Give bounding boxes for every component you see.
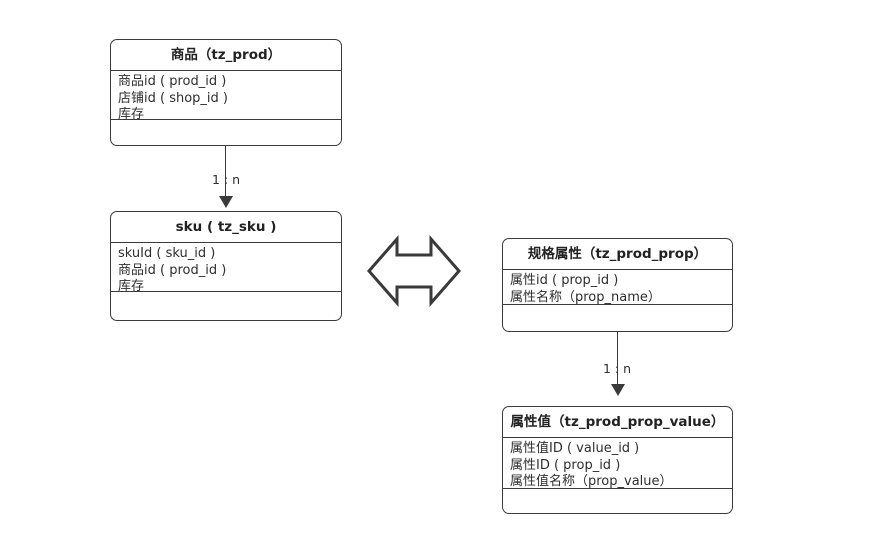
relation-line bbox=[225, 146, 226, 196]
entity-attributes-tz-prod: 商品id ( prod_id ) 店铺id ( shop_id ) 库存 bbox=[111, 71, 341, 122]
arrow-head-down-icon bbox=[611, 384, 625, 396]
attribute-row: 属性值ID ( value_id ) bbox=[510, 441, 640, 456]
entity-methods-tz-prod-prop-value bbox=[503, 489, 732, 513]
attribute-row: 库存 bbox=[118, 279, 145, 294]
attribute-row: 属性值名称（prop_value） bbox=[510, 474, 673, 489]
double-arrow-horizontal-icon bbox=[367, 235, 461, 307]
relation-sku-to-prop bbox=[367, 234, 461, 308]
entity-header-tz-prod-prop-value: 属性值（tz_prod_prop_value） bbox=[503, 407, 732, 438]
attribute-row: 属性id ( prop_id ) bbox=[510, 273, 619, 288]
entity-attributes-tz-prod-prop: 属性id ( prop_id ) 属性名称（prop_name） bbox=[503, 270, 732, 305]
entity-methods-tz-prod-prop bbox=[503, 305, 732, 331]
entity-box-tz-prod-prop-value[interactable]: 属性值（tz_prod_prop_value） 属性值ID ( value_id… bbox=[502, 406, 733, 514]
entity-box-tz-prod-prop[interactable]: 规格属性（tz_prod_prop） 属性id ( prop_id ) 属性名称… bbox=[502, 238, 733, 332]
relation-label-cardinality: 1 : n bbox=[603, 361, 632, 376]
entity-header-tz-prod-prop: 规格属性（tz_prod_prop） bbox=[503, 239, 732, 270]
entity-attributes-tz-sku: skuId ( sku_id ) 商品id ( prod_id ) 库存 bbox=[111, 243, 341, 294]
entity-header-tz-prod: 商品（tz_prod） bbox=[111, 40, 341, 71]
entity-attributes-tz-prod-prop-value: 属性值ID ( value_id ) 属性ID ( prop_id ) 属性值名… bbox=[503, 438, 732, 489]
attribute-row: 商品id ( prod_id ) bbox=[118, 262, 227, 278]
attribute-row: 库存 bbox=[118, 107, 145, 122]
entity-box-tz-sku[interactable]: sku ( tz_sku ) skuId ( sku_id ) 商品id ( p… bbox=[110, 211, 342, 321]
attribute-row: 商品id ( prod_id ) bbox=[118, 74, 227, 89]
attribute-row: 属性名称（prop_name） bbox=[510, 289, 661, 305]
relation-line bbox=[617, 332, 618, 384]
arrow-head-down-icon bbox=[219, 196, 233, 208]
entity-methods-tz-sku bbox=[111, 292, 341, 320]
entity-header-tz-sku: sku ( tz_sku ) bbox=[111, 212, 341, 243]
attribute-row: 属性ID ( prop_id ) bbox=[510, 457, 621, 473]
relation-label-cardinality: 1 : n bbox=[212, 172, 241, 187]
entity-methods-tz-prod bbox=[111, 120, 341, 145]
entity-box-tz-prod[interactable]: 商品（tz_prod） 商品id ( prod_id ) 店铺id ( shop… bbox=[110, 39, 342, 146]
attribute-row: skuId ( sku_id ) bbox=[118, 246, 216, 261]
attribute-row: 店铺id ( shop_id ) bbox=[118, 90, 228, 106]
